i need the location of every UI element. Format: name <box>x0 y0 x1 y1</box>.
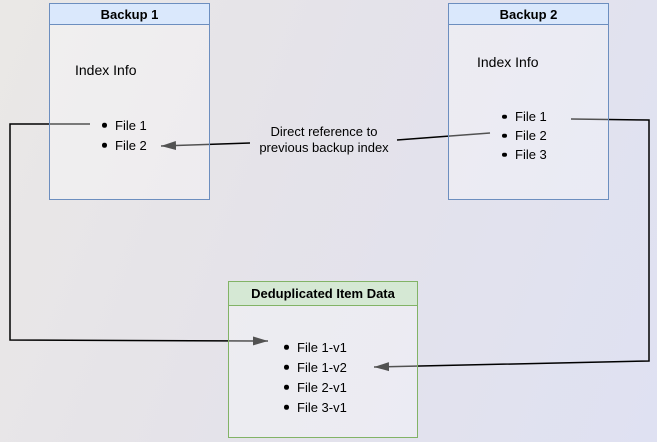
direct-reference-label-line2: previous backup index <box>259 140 389 155</box>
list-item: File 1-v2 <box>282 357 347 377</box>
backup-1-index-info-label: Index Info <box>75 62 137 78</box>
node-dedup-title: Deduplicated Item Data <box>251 286 395 301</box>
backup-1-file-list: File 1 File 2 <box>100 115 147 155</box>
list-item: File 1 <box>100 115 147 135</box>
direct-reference-label-line1: Direct reference to <box>270 124 378 139</box>
dedup-file-list: File 1-v1 File 1-v2 File 2-v1 File 3-v1 <box>282 337 347 417</box>
backup-2-file-list: File 1 File 2 File 3 <box>500 107 547 164</box>
list-item: File 1-v1 <box>282 337 347 357</box>
node-backup-1-title: Backup 1 <box>100 6 159 22</box>
list-item: File 2 <box>500 126 547 145</box>
node-dedup-header: Deduplicated Item Data <box>229 282 417 306</box>
list-item: File 3 <box>500 145 547 164</box>
node-backup-2: Backup 2 <box>448 3 609 200</box>
node-backup-1: Backup 1 <box>49 3 210 200</box>
direct-reference-label: Direct reference to previous backup inde… <box>238 124 410 156</box>
node-backup-1-header: Backup 1 <box>50 4 209 25</box>
backup-2-index-info-label: Index Info <box>477 54 539 70</box>
node-backup-2-title: Backup 2 <box>499 6 558 22</box>
list-item: File 2-v1 <box>282 377 347 397</box>
list-item: File 3-v1 <box>282 397 347 417</box>
node-backup-2-header: Backup 2 <box>449 4 608 25</box>
list-item: File 2 <box>100 135 147 155</box>
list-item: File 1 <box>500 107 547 126</box>
